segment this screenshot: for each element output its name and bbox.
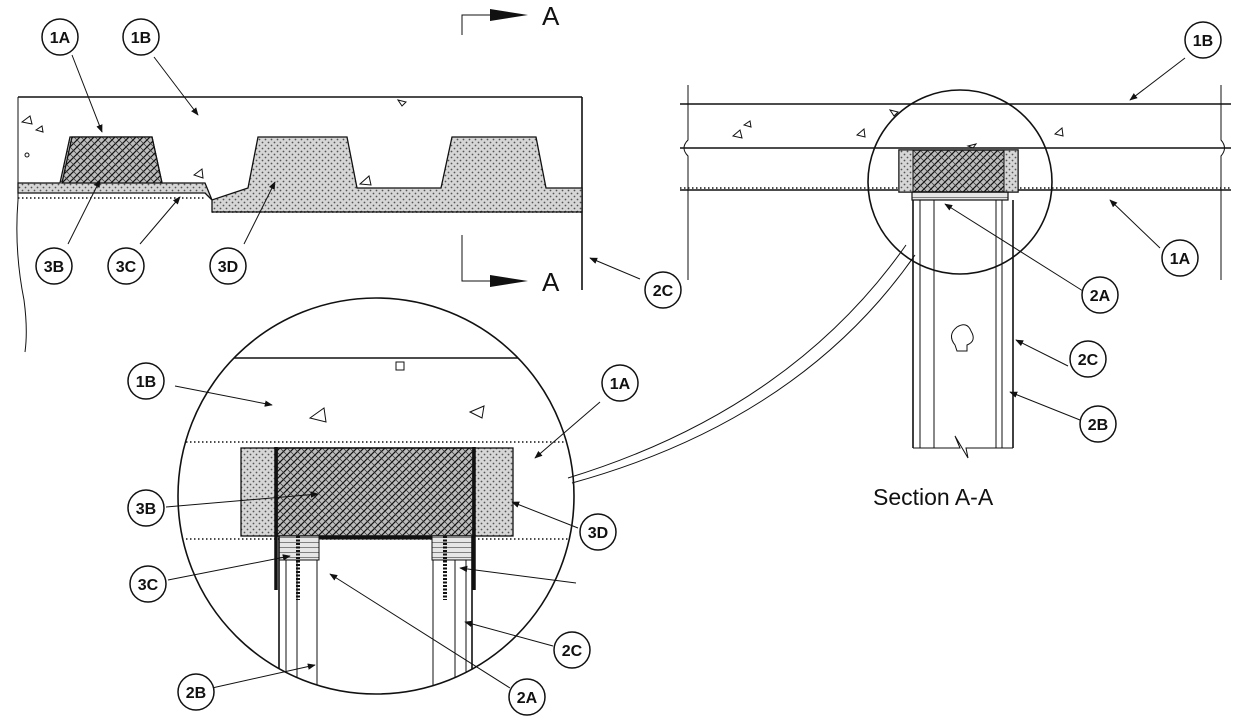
callout-1b-elevation: 1B <box>122 18 160 56</box>
svg-text:2A: 2A <box>517 690 538 707</box>
svg-text:2B: 2B <box>1088 417 1108 434</box>
svg-text:1B: 1B <box>131 30 151 47</box>
elevation-view: A A <box>16 1 641 353</box>
svg-text:3D: 3D <box>588 525 608 542</box>
callout-1b-detail: 1B <box>127 362 165 400</box>
svg-text:3C: 3C <box>116 259 137 276</box>
svg-text:1A: 1A <box>50 30 71 47</box>
svg-text:2A: 2A <box>1090 288 1111 305</box>
callout-2a-detail: 2A <box>508 678 546 716</box>
svg-text:2C: 2C <box>653 283 674 300</box>
callout-2c-detail: 2C <box>553 631 591 669</box>
enlarged-detail-view <box>165 297 601 695</box>
callouts: 1A 1B 3B 3C 3D 2C 1B 1A <box>35 18 1222 716</box>
callout-1a-detail: 1A <box>601 364 639 402</box>
section-title: Section A-A <box>873 484 994 510</box>
callout-2b-detail: 2B <box>177 673 215 711</box>
callout-3d-elevation: 3D <box>209 247 247 285</box>
svg-text:1A: 1A <box>1170 251 1191 268</box>
callout-1b-section: 1B <box>1184 21 1222 59</box>
svg-text:3C: 3C <box>138 577 159 594</box>
svg-text:2C: 2C <box>562 643 583 660</box>
svg-text:2C: 2C <box>1078 352 1099 369</box>
svg-text:3B: 3B <box>136 501 156 518</box>
svg-text:1A: 1A <box>610 376 631 393</box>
section-marker-top: A <box>542 1 560 31</box>
callout-3b-elevation: 3B <box>35 247 73 285</box>
callout-3c-elevation: 3C <box>107 247 145 285</box>
callout-1a-elevation: 1A <box>41 18 79 56</box>
callout-3b-detail: 3B <box>127 489 165 527</box>
svg-text:3D: 3D <box>218 259 238 276</box>
callout-3d-detail: 3D <box>579 513 617 551</box>
svg-text:3B: 3B <box>44 259 64 276</box>
callout-3c-detail: 3C <box>129 565 167 603</box>
callout-2c-elevation: 2C <box>644 271 682 309</box>
svg-text:2B: 2B <box>186 685 206 702</box>
callout-2b-section: 2B <box>1079 405 1117 443</box>
callout-1a-section: 1A <box>1161 239 1199 277</box>
filled-flute <box>61 136 163 184</box>
svg-text:1B: 1B <box>1193 33 1213 50</box>
callout-2c-section: 2C <box>1069 340 1107 378</box>
section-marker-bottom: A <box>542 267 560 297</box>
section-a-a-view: Section A-A <box>567 57 1231 510</box>
svg-text:1B: 1B <box>136 374 156 391</box>
callout-2a-section: 2A <box>1081 276 1119 314</box>
